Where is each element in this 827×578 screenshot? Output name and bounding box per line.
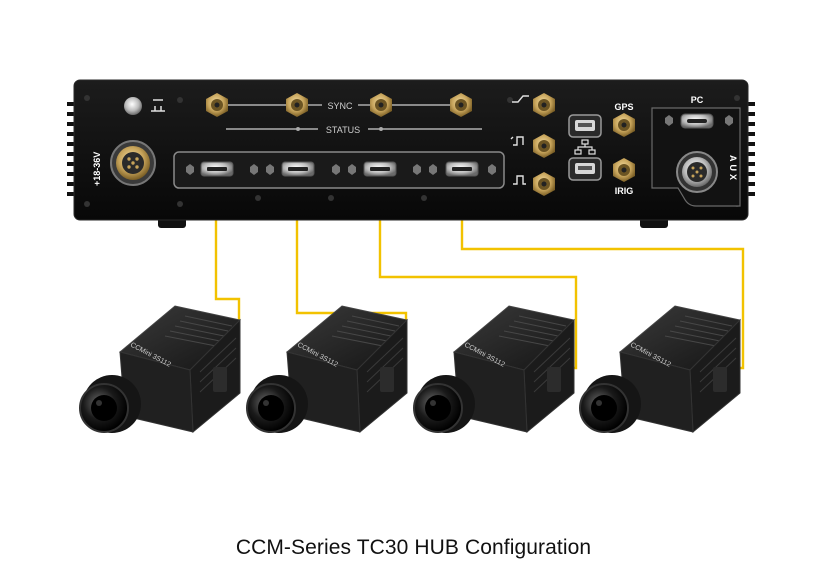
power-button[interactable]	[124, 97, 142, 115]
sync-connector-4[interactable]	[450, 93, 472, 117]
camera-port-3[interactable]	[363, 161, 397, 177]
strip-hex-screws	[186, 164, 496, 175]
trigger-in-icon	[512, 95, 529, 103]
pc-label: PC	[691, 95, 704, 105]
camera-port-1[interactable]	[200, 161, 234, 177]
irig-connector[interactable]	[613, 158, 635, 182]
camera-1: CCMini 3S112	[79, 305, 242, 434]
trigger-connector-2[interactable]	[533, 134, 555, 158]
usb-port-1[interactable]	[568, 114, 602, 138]
pulse-out-icon	[510, 136, 524, 146]
gps-connector[interactable]	[613, 113, 635, 137]
tc30-hub: +18-36V SYNC STATUS	[67, 79, 755, 228]
pulse-in-icon	[513, 175, 526, 185]
camera-3: CCMini 3S112	[413, 305, 576, 434]
trigger-connector-3[interactable]	[533, 172, 555, 196]
power-connector[interactable]	[110, 140, 156, 186]
sync-label: SYNC	[327, 101, 353, 111]
chassis	[73, 79, 749, 221]
figure-caption: CCM-Series TC30 HUB Configuration	[235, 536, 592, 559]
voltage-label: +18-36V	[92, 152, 102, 186]
sync-bus-lines	[226, 104, 482, 130]
power-icon	[151, 99, 165, 112]
pc-hex-screws	[665, 115, 733, 126]
sync-connector-2[interactable]	[286, 93, 308, 117]
aux-connector[interactable]	[676, 151, 718, 193]
camera-port-2[interactable]	[281, 161, 315, 177]
pc-usb-c-port[interactable]	[680, 113, 714, 129]
chassis-screws	[84, 95, 740, 207]
network-icon	[574, 139, 596, 155]
irig-label: IRIG	[615, 186, 634, 196]
cooling-fins-right	[747, 102, 755, 196]
status-label: STATUS	[326, 125, 360, 135]
aux-label: AUX	[728, 155, 738, 183]
usb-port-2[interactable]	[568, 157, 602, 181]
camera-2: CCMini 3S112	[246, 305, 409, 434]
camera-port-4[interactable]	[445, 161, 479, 177]
sync-connector-3[interactable]	[370, 93, 392, 117]
gps-label: GPS	[614, 102, 633, 112]
cooling-fins-left	[67, 102, 75, 196]
trigger-connector-1[interactable]	[533, 93, 555, 117]
sync-connector-1[interactable]	[206, 93, 228, 117]
camera-4: CCMini 3S112	[579, 305, 742, 434]
